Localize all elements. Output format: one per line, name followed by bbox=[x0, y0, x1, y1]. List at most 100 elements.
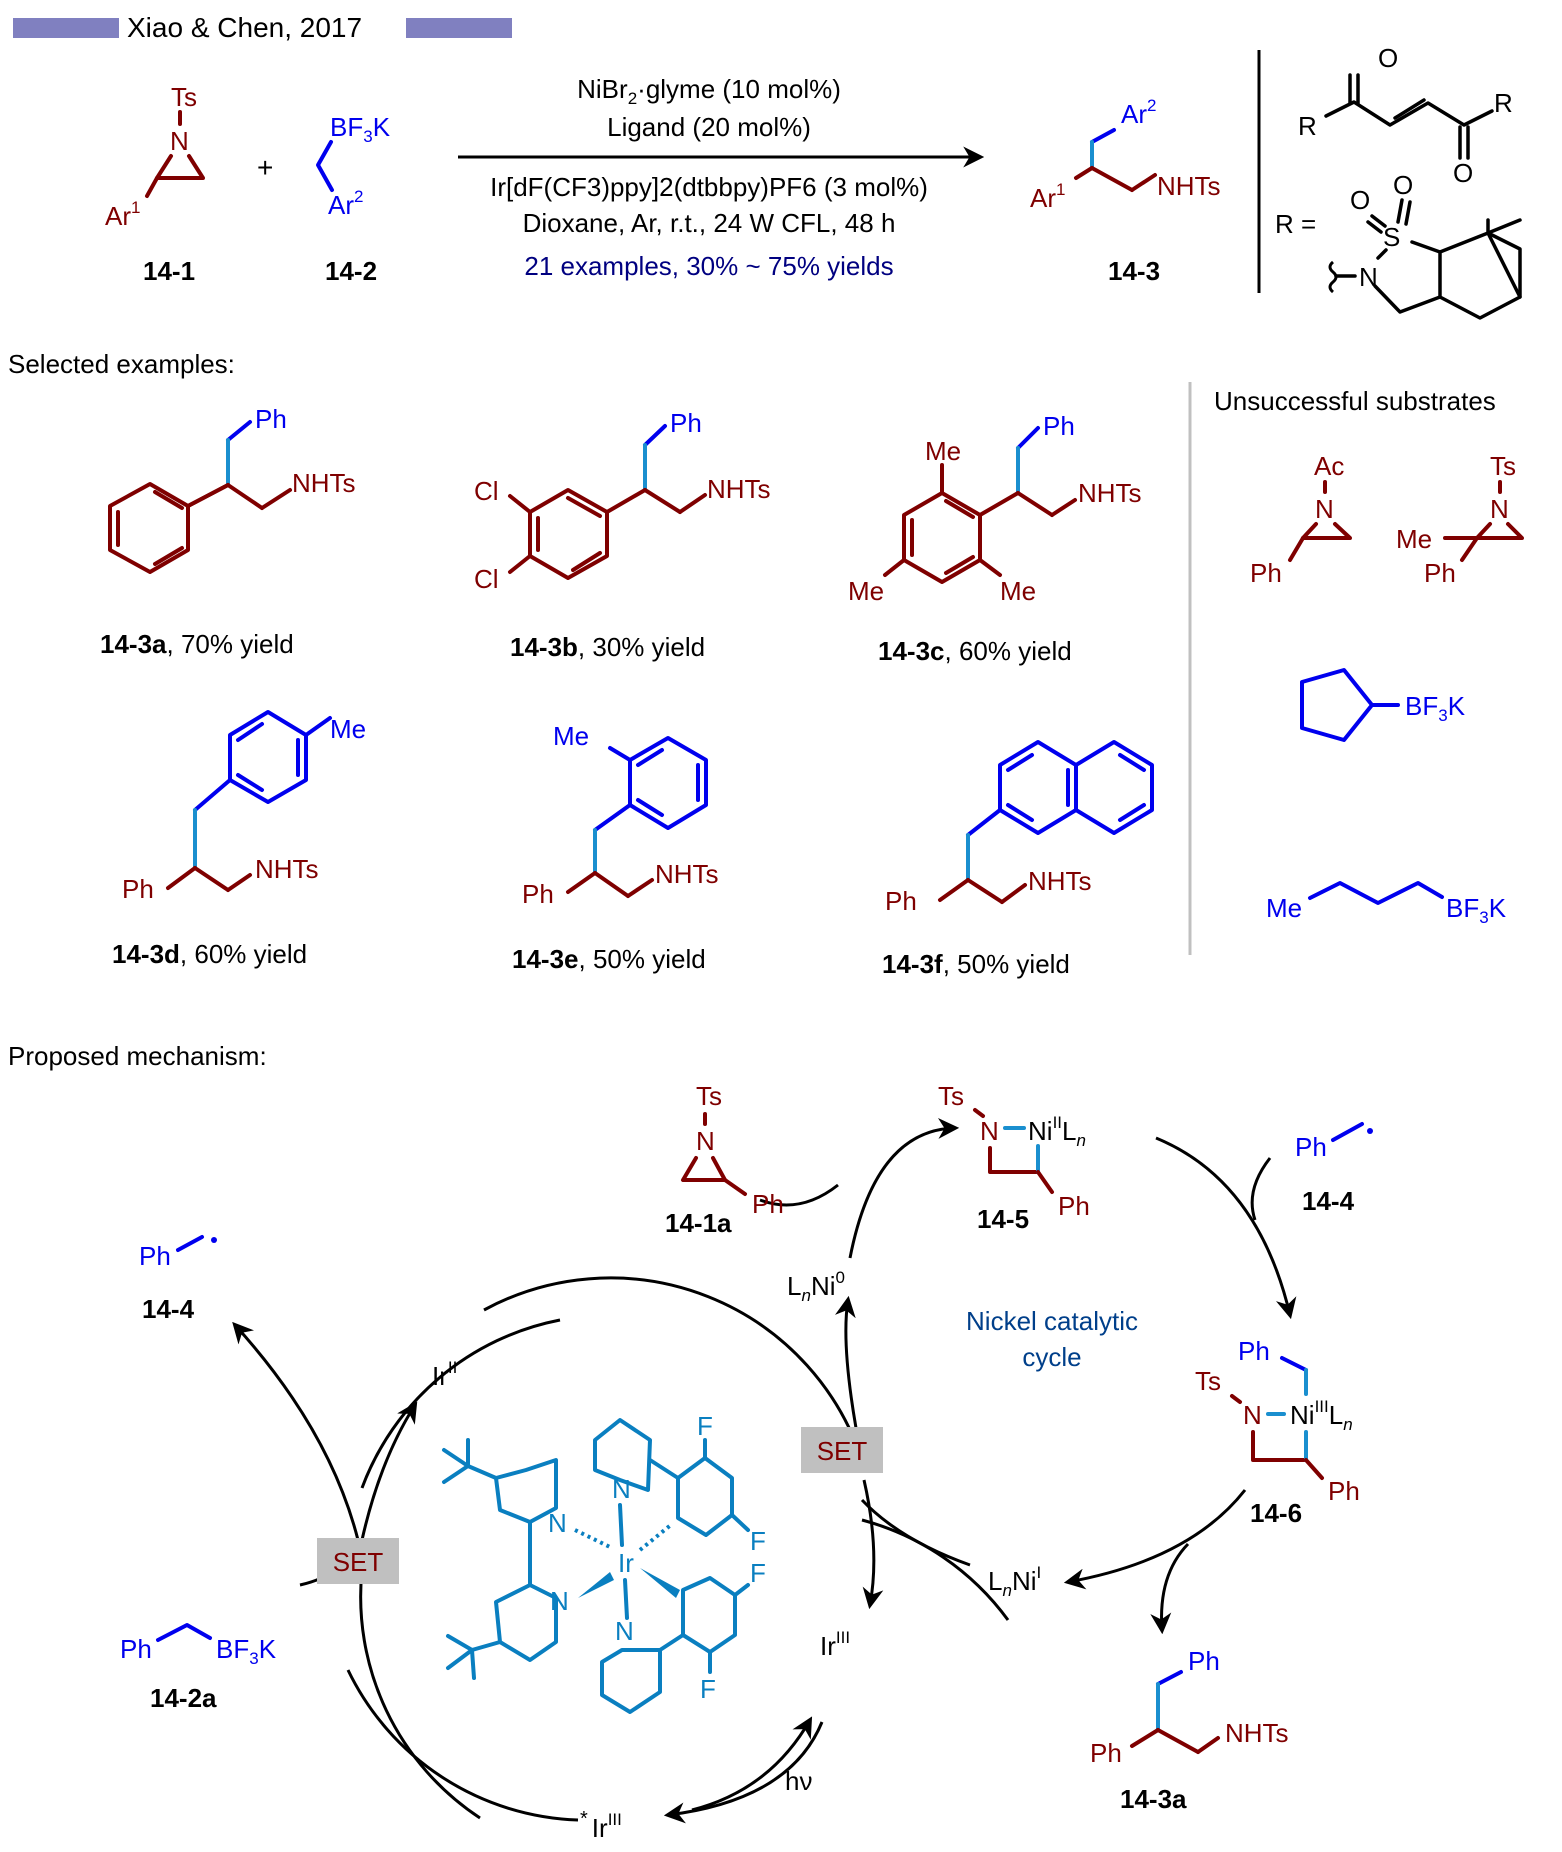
ni-label: NiIIILn bbox=[1290, 1397, 1353, 1434]
unsuccessful-cyclopentyl-borate: BF3K bbox=[1300, 668, 1466, 742]
me-label: Me bbox=[1266, 893, 1302, 923]
condition-solvent: Dioxane, Ar, r.t., 24 W CFL, 48 h bbox=[523, 208, 896, 238]
plus-sign: + bbox=[257, 152, 273, 183]
ph-label: Ph bbox=[522, 879, 554, 909]
selected-examples-heading: Selected examples: bbox=[8, 349, 235, 379]
arrow-relaxation bbox=[663, 1721, 824, 1824]
nickel-iii-complex-14-6: Ph Ts N NiIIILn Ph 14-6 bbox=[1195, 1336, 1360, 1528]
arrow-to-radical bbox=[232, 1321, 360, 1541]
arrow-ni1-return bbox=[860, 1498, 971, 1567]
mechanism-heading: Proposed mechanism: bbox=[8, 1041, 267, 1071]
arrow-to-product bbox=[1150, 1542, 1190, 1635]
me-label: Me bbox=[1000, 576, 1036, 606]
bf3k-label: BF3K bbox=[1446, 893, 1507, 927]
ph-label: Ph bbox=[1058, 1191, 1090, 1221]
f-label: F bbox=[697, 1411, 713, 1441]
example-14-3d: Me Ph NHTs 14-3d, 60% yield bbox=[112, 710, 366, 969]
aziridine-14-1a: Ts N Ph 14-1a bbox=[665, 1081, 784, 1238]
benzyl-borate-14-2a: Ph BF3K 14-2a bbox=[120, 1623, 277, 1713]
arrow-from-aziridine bbox=[759, 1183, 839, 1207]
compound-label: 14-1a bbox=[665, 1208, 732, 1238]
nitrogen-label: N bbox=[1359, 262, 1378, 292]
f-label: F bbox=[750, 1558, 766, 1588]
cycle-label: Nickel catalytic bbox=[966, 1306, 1138, 1336]
compound-label: 14-2a bbox=[150, 1683, 217, 1713]
reactant-14-1: Ts N Ar1 14-1 bbox=[105, 82, 205, 286]
set-box-right: SET bbox=[801, 1427, 883, 1473]
ts-label: Ts bbox=[1490, 451, 1516, 481]
unsuccessful-butyl-borate: Me BF3K bbox=[1266, 881, 1507, 927]
ph-label: Ph bbox=[1250, 558, 1282, 588]
example-caption: 14-3d, 60% yield bbox=[112, 939, 307, 969]
ph-label: Ph bbox=[1328, 1476, 1360, 1506]
ts-label: Ts bbox=[1195, 1366, 1221, 1396]
reaction-conditions: NiBr2·glyme (10 mol%) Ligand (20 mol%) I… bbox=[458, 74, 985, 281]
arrow-radical-capture bbox=[1155, 1136, 1297, 1320]
example-14-3c: Ph NHTs Me Me Me 14-3c, 60% yield bbox=[848, 411, 1142, 666]
benzyl-radical-left: Ph 14-4 bbox=[139, 1235, 217, 1324]
me-label: Me bbox=[553, 721, 589, 751]
oxygen-label: O bbox=[1393, 170, 1413, 200]
ph-label: Ph bbox=[1043, 411, 1075, 441]
ar1-label: Ar1 bbox=[105, 198, 140, 231]
nhts-label: NHTs bbox=[255, 854, 319, 884]
ph-label: Ph bbox=[752, 1189, 784, 1219]
n-label: N bbox=[615, 1616, 634, 1646]
compound-label: 14-4 bbox=[1302, 1186, 1355, 1216]
ar1-label: Ar1 bbox=[1030, 180, 1065, 213]
arrow-excitation bbox=[691, 1716, 813, 1812]
header-bar-left bbox=[13, 18, 119, 38]
ph-label: Ph bbox=[122, 874, 154, 904]
ph-label: Ph bbox=[1238, 1336, 1270, 1366]
nhts-label: NHTs bbox=[1225, 1718, 1289, 1748]
set-box-left: SET bbox=[317, 1538, 399, 1584]
ph-label: Ph bbox=[670, 408, 702, 438]
compound-label: 14-2 bbox=[325, 256, 377, 286]
unsuccessful-heading: Unsuccessful substrates bbox=[1214, 386, 1496, 416]
ar2-label: Ar2 bbox=[1121, 96, 1156, 129]
ni-label: NiIILn bbox=[1028, 1113, 1086, 1150]
product-14-3: Ar2 Ar1 NHTs 14-3 bbox=[1030, 96, 1221, 286]
ac-label: Ac bbox=[1314, 451, 1344, 481]
cl-label: Cl bbox=[474, 564, 499, 594]
ph-label: Ph bbox=[1090, 1738, 1122, 1768]
me-label: Me bbox=[848, 576, 884, 606]
me-label: Me bbox=[925, 436, 961, 466]
header-title: Xiao & Chen, 2017 bbox=[127, 12, 362, 43]
cycle-arc bbox=[359, 1569, 481, 1820]
ni1-label: LnNiI bbox=[988, 1563, 1041, 1600]
compound-label: 14-1 bbox=[143, 256, 195, 286]
n-label: N bbox=[1490, 494, 1509, 524]
n-label: N bbox=[550, 1586, 569, 1616]
me-label: Me bbox=[1396, 524, 1432, 554]
cl-label: Cl bbox=[474, 476, 499, 506]
compound-label: 14-6 bbox=[1250, 1498, 1302, 1528]
ph-label: Ph bbox=[1295, 1132, 1327, 1162]
example-caption: 14-3c, 60% yield bbox=[878, 636, 1072, 666]
ir3-label: IrIII bbox=[820, 1628, 850, 1661]
arrow-to-ir2 bbox=[360, 1401, 418, 1541]
r-label: R bbox=[1298, 111, 1317, 141]
ts-label: Ts bbox=[171, 82, 197, 112]
ph-label: Ph bbox=[1188, 1646, 1220, 1676]
n-label: N bbox=[1315, 494, 1334, 524]
bf3k-label: BF3K bbox=[1405, 691, 1466, 725]
nhts-label: NHTs bbox=[1028, 866, 1092, 896]
nhts-label: NHTs bbox=[1078, 478, 1142, 508]
bf3k-label: BF3K bbox=[330, 112, 391, 146]
n-label: N bbox=[980, 1116, 999, 1146]
cycle-label: cycle bbox=[1022, 1342, 1081, 1372]
n-label: N bbox=[1243, 1400, 1262, 1430]
bf3k-label: BF3K bbox=[216, 1634, 277, 1668]
arrow-reductive-elimination bbox=[1063, 1489, 1247, 1590]
ph-label: Ph bbox=[885, 886, 917, 916]
ir3-excited-label: *IrIII bbox=[580, 1808, 622, 1843]
nhts-label: NHTs bbox=[1157, 171, 1221, 201]
chiral-auxiliary-fumarate: O R R O R = O O S N bbox=[1275, 43, 1522, 320]
header-bar-right bbox=[406, 18, 512, 38]
nickelacycle-14-5: Ts N NiIILn Ph 14-5 bbox=[938, 1081, 1090, 1234]
radical-dot bbox=[1367, 1128, 1373, 1134]
ph-label: Ph bbox=[139, 1241, 171, 1271]
n-label: N bbox=[170, 126, 189, 156]
